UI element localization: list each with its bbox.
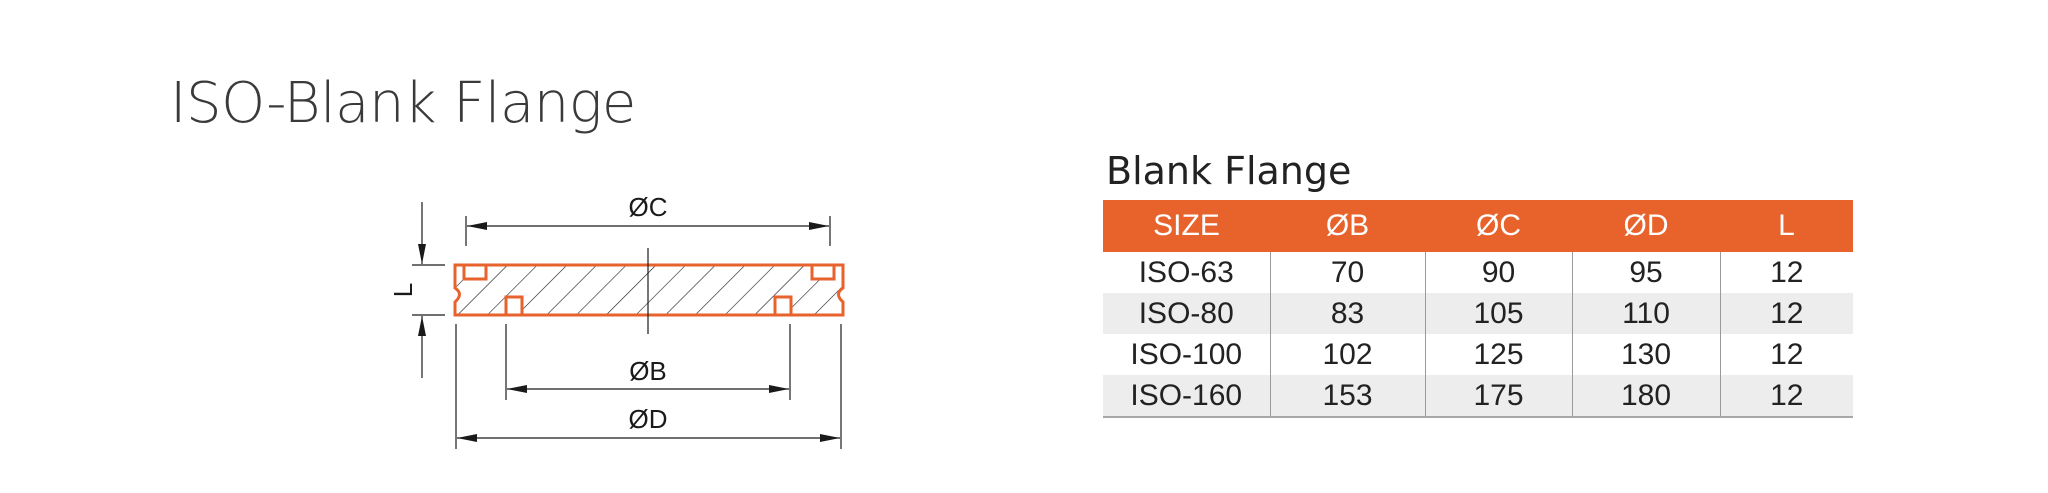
header-length-l: L [1720, 200, 1853, 252]
cell-size: ISO-63 [1138, 255, 1234, 289]
table-row: ISO-63 70 90 95 12 [1103, 252, 1853, 293]
cell-diameter-c: 175 [1424, 375, 1572, 418]
cell-size: ISO-80 [1103, 293, 1270, 334]
dimension-l: L [388, 202, 445, 378]
label-diameter-c: ØC [629, 192, 668, 222]
cell-length-l: 12 [1719, 375, 1853, 418]
cell-length-l: 12 [1719, 334, 1853, 375]
table-row: ISO-100 102 125 130 12 [1103, 334, 1853, 375]
page-title: ISO-Blank Flange [170, 71, 636, 136]
dimensions-table: SIZE ØB ØC ØD L ISO-63 70 90 95 12 ISO-8… [1103, 200, 1853, 418]
table-header-row: SIZE ØB ØC ØD L [1103, 200, 1853, 252]
flange-cross-section-diagram: ØC L ØB ØD [388, 192, 845, 449]
header-diameter-d: ØD [1572, 200, 1720, 252]
dimension-d: ØD [455, 324, 842, 449]
cell-diameter-c: 105 [1424, 293, 1572, 334]
cell-size: ISO-160 [1103, 375, 1270, 418]
cell-length-l: 12 [1719, 252, 1853, 293]
cell-diameter-d: 130 [1571, 334, 1720, 375]
dimension-c: ØC [465, 192, 831, 246]
table-row: ISO-160 153 175 180 12 [1103, 375, 1853, 418]
header-diameter-c: ØC [1425, 200, 1572, 252]
cell-length-l: 12 [1719, 293, 1853, 334]
table-row: ISO-80 83 105 110 12 [1103, 293, 1853, 334]
cell-diameter-b: 83 [1269, 293, 1425, 334]
cell-diameter-b: 153 [1269, 375, 1425, 418]
label-diameter-d: ØD [629, 404, 668, 434]
cell-diameter-c: 90 [1424, 252, 1572, 293]
cell-diameter-c: 125 [1424, 334, 1572, 375]
dimension-b: ØB [505, 324, 791, 400]
label-length-l: L [388, 283, 418, 297]
header-size: SIZE [1103, 200, 1270, 252]
table-title: Blank Flange [1106, 149, 1352, 193]
cell-diameter-d: 180 [1571, 375, 1720, 418]
cell-diameter-b: 70 [1269, 252, 1425, 293]
cell-diameter-d: 95 [1571, 252, 1720, 293]
cell-diameter-d: 110 [1571, 293, 1720, 334]
cell-size: ISO-100 [1130, 337, 1243, 371]
cell-diameter-b: 102 [1269, 334, 1425, 375]
flange-body [453, 263, 845, 317]
header-diameter-b: ØB [1270, 200, 1425, 252]
label-diameter-b: ØB [629, 356, 667, 386]
